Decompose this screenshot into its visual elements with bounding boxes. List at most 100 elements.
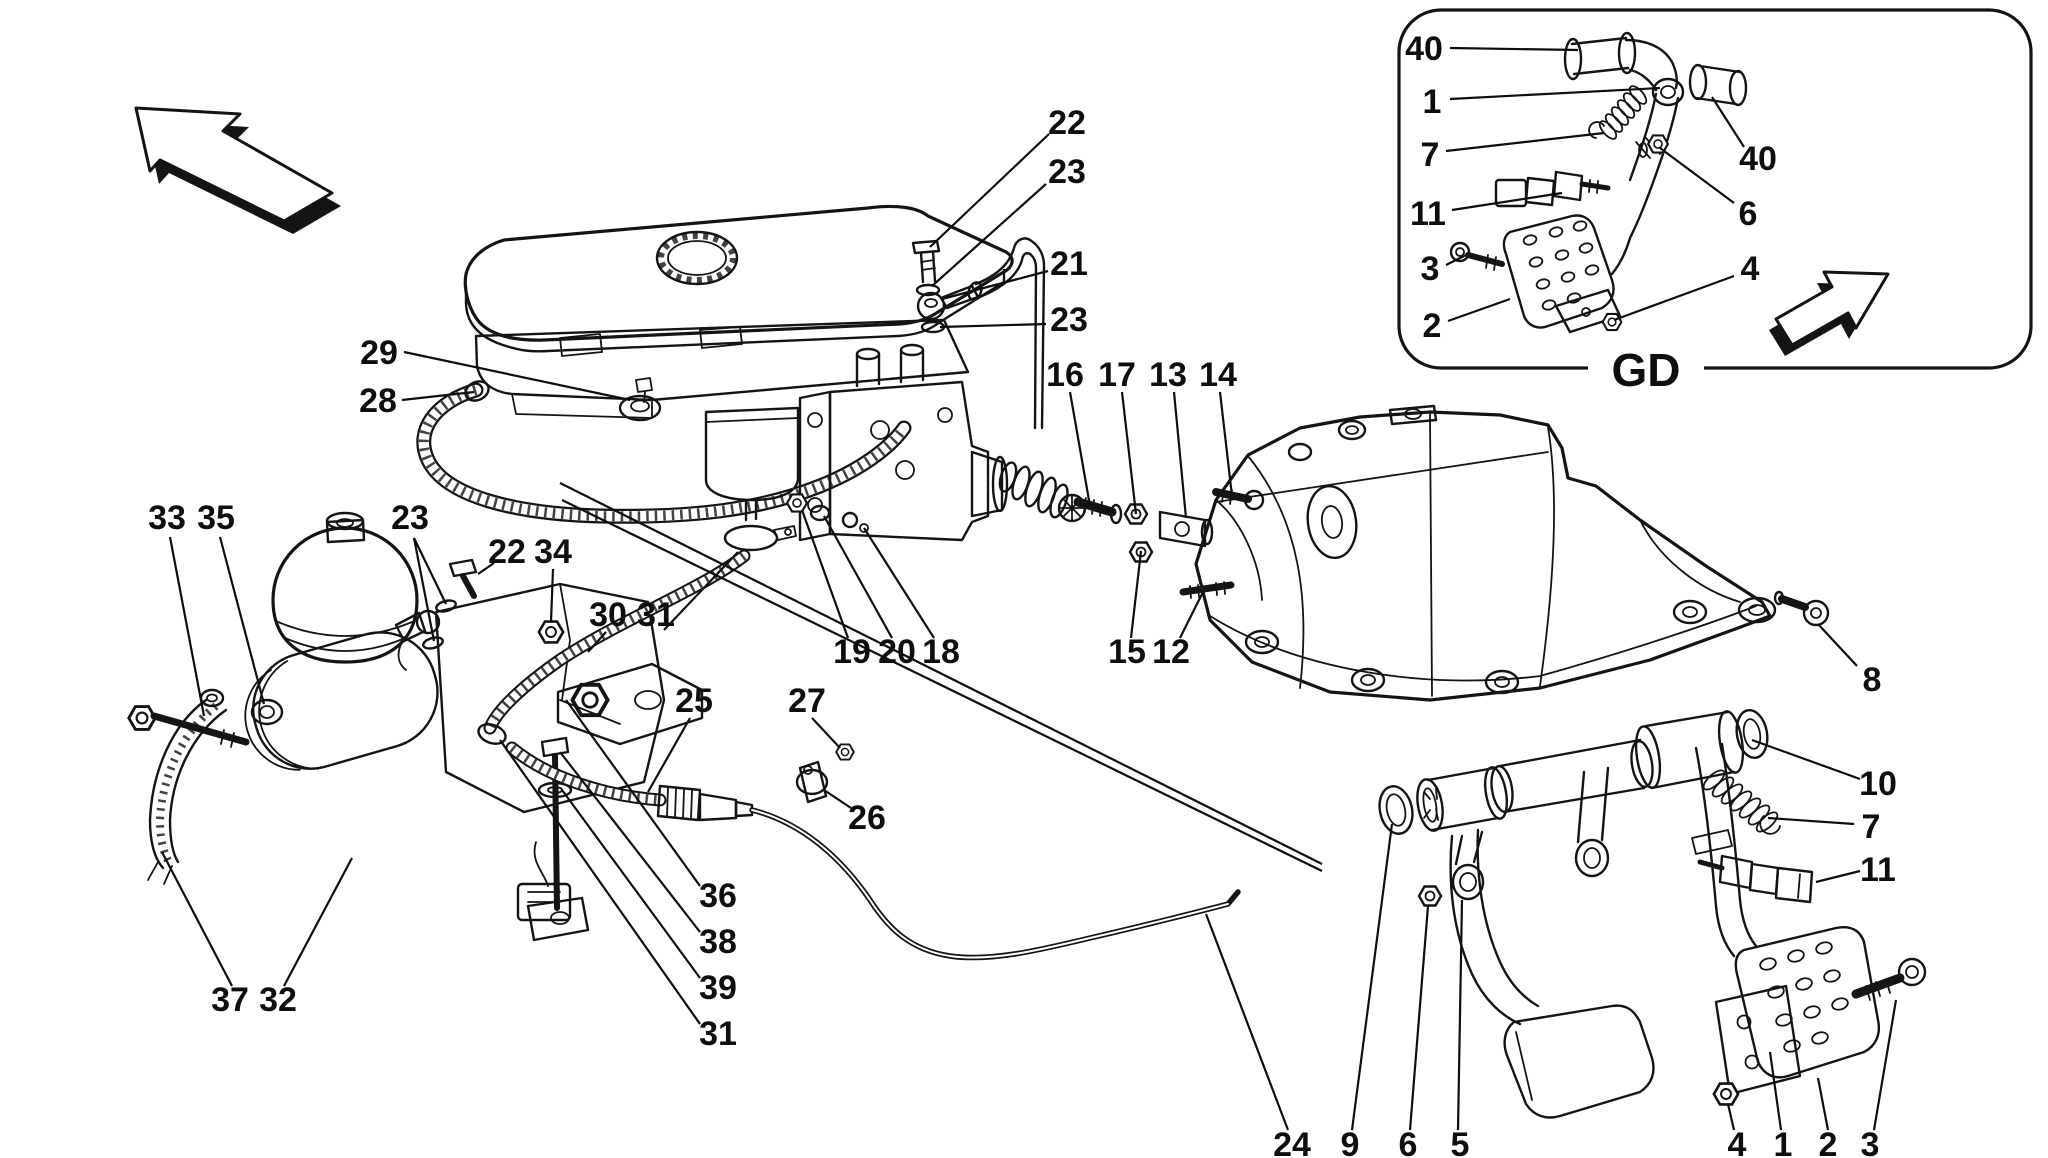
leader-line-35 bbox=[218, 536, 266, 705]
callout-23: 23 bbox=[1048, 153, 1086, 191]
nut-34 bbox=[537, 620, 565, 644]
leader-line-22 bbox=[929, 133, 1050, 248]
leader-line-23 bbox=[939, 322, 1047, 329]
callout-6: 6 bbox=[1739, 195, 1758, 233]
callout-21: 21 bbox=[1050, 245, 1088, 283]
callout-19: 19 bbox=[833, 633, 871, 671]
callout-22: 22 bbox=[1048, 104, 1086, 142]
accumulator-sphere bbox=[271, 511, 419, 664]
callout-4: 4 bbox=[1728, 1126, 1747, 1158]
callout-38: 38 bbox=[699, 923, 737, 961]
callout-39: 39 bbox=[699, 969, 737, 1007]
leader-line-2 bbox=[1816, 1077, 1830, 1131]
leader-line-2 bbox=[1447, 297, 1511, 323]
leader-line-12 bbox=[1179, 591, 1204, 639]
callout-10: 10 bbox=[1859, 765, 1897, 803]
leader-line-6 bbox=[1408, 905, 1430, 1131]
leader-line-32 bbox=[283, 857, 353, 987]
leader-line-19 bbox=[800, 509, 850, 639]
callout-20: 20 bbox=[878, 633, 916, 671]
leader-line-7 bbox=[1767, 816, 1855, 826]
callout-34: 34 bbox=[534, 533, 572, 571]
leader-line-3 bbox=[1445, 253, 1469, 266]
leader-line-38 bbox=[559, 751, 701, 933]
leader-line-6 bbox=[1659, 147, 1735, 204]
callout-13: 13 bbox=[1149, 356, 1187, 394]
leader-line-16 bbox=[1068, 391, 1092, 507]
inset-switch bbox=[1494, 170, 1611, 208]
leader-line-31 bbox=[499, 739, 701, 1025]
inset-return-spring bbox=[1588, 85, 1648, 140]
callout-25: 25 bbox=[675, 682, 713, 720]
inset-nut-4 bbox=[1601, 312, 1623, 332]
callout-29: 29 bbox=[360, 334, 398, 372]
leader-line-4 bbox=[1726, 1103, 1736, 1131]
leader-line-33 bbox=[168, 536, 206, 717]
leader-line-1 bbox=[1768, 1051, 1783, 1131]
callout-35: 35 bbox=[197, 499, 235, 537]
callout-26: 26 bbox=[848, 799, 886, 837]
leader-line-18 bbox=[863, 527, 935, 639]
callout-15: 15 bbox=[1108, 633, 1146, 671]
callout-18: 18 bbox=[922, 633, 960, 671]
nut-4 bbox=[1712, 1082, 1740, 1106]
gearbox-cover bbox=[1194, 404, 1830, 702]
callout-9: 9 bbox=[1341, 1126, 1360, 1158]
callout-16: 16 bbox=[1046, 356, 1084, 394]
callout-14: 14 bbox=[1199, 356, 1237, 394]
leader-line-30 bbox=[587, 631, 607, 653]
callout-40: 40 bbox=[1405, 30, 1443, 68]
inset-nut-6 bbox=[1647, 134, 1669, 154]
callout-4: 4 bbox=[1741, 250, 1760, 288]
callout-6: 6 bbox=[1399, 1126, 1418, 1158]
leader-line-17 bbox=[1120, 391, 1138, 515]
callout-36: 36 bbox=[699, 877, 737, 915]
leader-line-10 bbox=[1751, 738, 1861, 781]
leader-line-39 bbox=[561, 789, 701, 979]
leader-line-40 bbox=[1449, 46, 1579, 52]
callout-31: 31 bbox=[637, 596, 675, 634]
leader-line-9 bbox=[1350, 823, 1394, 1131]
callout-37: 37 bbox=[211, 981, 249, 1019]
leader-line-40 bbox=[1711, 96, 1745, 148]
leader-line-29 bbox=[403, 350, 631, 402]
leader-line-37 bbox=[161, 851, 233, 987]
callout-33: 33 bbox=[148, 499, 186, 537]
leader-line-34 bbox=[549, 568, 555, 623]
arrow-top-left-icon bbox=[134, 106, 341, 234]
banjo-fitting-top bbox=[911, 237, 1046, 430]
leader-line-7 bbox=[1445, 131, 1605, 153]
leader-line-23 bbox=[412, 537, 436, 642]
callout-7: 7 bbox=[1421, 136, 1440, 174]
leader-line-31 bbox=[663, 551, 739, 631]
callout-1: 1 bbox=[1423, 83, 1442, 121]
callout-28: 28 bbox=[359, 382, 397, 420]
callout-30: 30 bbox=[589, 596, 627, 634]
callout-27: 27 bbox=[788, 682, 826, 720]
leader-line-28 bbox=[401, 390, 475, 402]
inset-box: GD bbox=[1397, 8, 2033, 396]
abs-pump-unit bbox=[127, 549, 1241, 961]
callout-2: 2 bbox=[1423, 307, 1442, 345]
hydraulic-unit bbox=[416, 380, 990, 552]
leader-line-1 bbox=[1449, 86, 1661, 101]
callout-11: 11 bbox=[1410, 195, 1446, 233]
callout-3: 3 bbox=[1861, 1126, 1880, 1158]
leader-line-8 bbox=[1817, 623, 1858, 667]
leader-line-21 bbox=[941, 269, 1049, 301]
leader-line-15 bbox=[1129, 550, 1143, 639]
gd-label-gap bbox=[1588, 350, 1704, 388]
arrow-inset-icon bbox=[1769, 270, 1890, 356]
inset-pedal-pad bbox=[1502, 214, 1622, 334]
wedge-lines bbox=[559, 482, 1323, 872]
leader-line-5 bbox=[1456, 899, 1464, 1131]
callout-40: 40 bbox=[1739, 140, 1777, 178]
callout-31: 31 bbox=[699, 1015, 737, 1053]
leader-line-4 bbox=[1613, 274, 1735, 322]
nut-6 bbox=[1417, 885, 1443, 907]
leader-line-20 bbox=[823, 515, 893, 639]
leader-line-22 bbox=[477, 562, 495, 575]
clutch-master-cylinder bbox=[970, 450, 1265, 599]
